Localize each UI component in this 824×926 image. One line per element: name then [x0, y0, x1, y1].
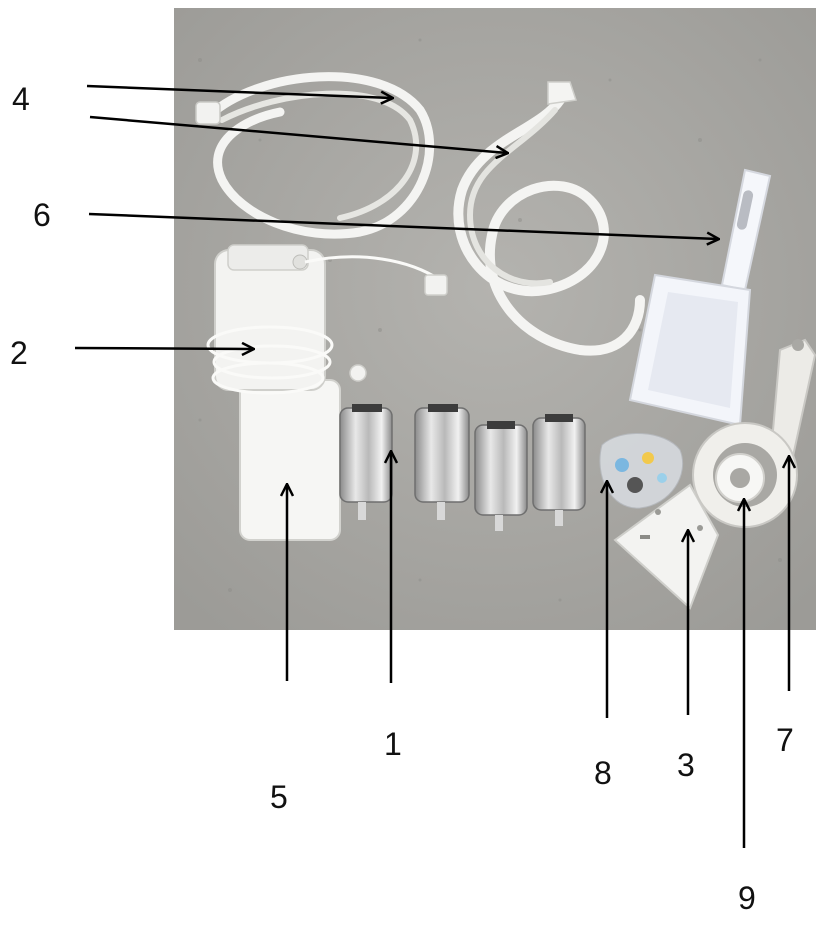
- callout-arrows: [74, 84, 789, 848]
- arrow-2: [74, 348, 253, 349]
- filter-wrench: [692, 338, 817, 528]
- bracket-plate: [613, 483, 720, 610]
- steel-cartridges: [339, 404, 586, 531]
- cartridge-1: [339, 404, 393, 520]
- tubing-coil: [206, 255, 448, 395]
- cartridge-4: [532, 414, 586, 526]
- label-6: 6: [33, 197, 51, 233]
- concrete-texture: [198, 38, 782, 602]
- arrow-4b: [89, 115, 507, 153]
- label-4: 4: [12, 81, 30, 117]
- label-5: 5: [270, 779, 288, 815]
- label-2: 2: [10, 335, 28, 371]
- label-8: 8: [594, 755, 612, 791]
- hose-right: [453, 81, 645, 356]
- scoop: [628, 168, 772, 427]
- product-photo: [174, 8, 817, 630]
- label-1: 1: [384, 726, 402, 762]
- small-parts: [599, 433, 684, 509]
- cartridge-3: [474, 421, 528, 531]
- arrow-4a: [86, 84, 392, 98]
- label-9: 9: [738, 880, 756, 916]
- label-3: 3: [677, 747, 695, 783]
- arrow-6: [88, 212, 718, 239]
- cartridge-2: [414, 404, 470, 520]
- label-7: 7: [776, 722, 794, 758]
